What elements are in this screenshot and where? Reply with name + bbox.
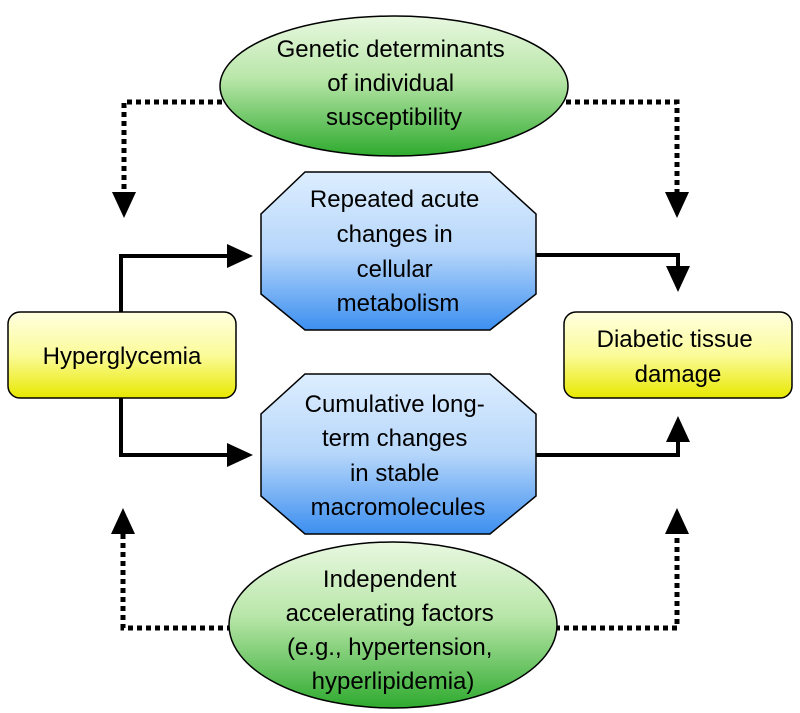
dotted-connector-accelerating-left [111, 508, 232, 631]
node-label: Genetic determinants of individual susce… [277, 36, 512, 131]
arrowhead-up-icon [665, 508, 689, 534]
ellipse-shape [219, 15, 569, 157]
box-shape [7, 311, 237, 399]
octagon-shape [260, 373, 537, 535]
node-repeated-acute-changes: Repeated acute changes in cellular metab… [260, 171, 537, 331]
box-shape [563, 311, 793, 399]
node-diabetic-tissue-damage: Diabetic tissue damage [563, 311, 793, 399]
arrowhead-down-icon [112, 192, 136, 218]
arrowhead-down-icon [666, 266, 690, 292]
node-label: Hyperglycemia [43, 343, 202, 370]
node-label: Cumulative long- term changes in stable … [305, 391, 492, 521]
arrowhead-up-icon [111, 508, 135, 534]
node-independent-accelerating-factors: Independent accelerating factors (e.g., … [228, 541, 558, 709]
dotted-connector-accelerating-right [555, 508, 689, 631]
arrowhead-down-icon [665, 192, 689, 218]
node-cumulative-long-term-changes: Cumulative long- term changes in stable … [260, 373, 537, 535]
dotted-connector-genetic-left [112, 99, 222, 218]
solid-connector-cumulative-to-damage [536, 416, 690, 457]
octagon-shape [260, 171, 537, 331]
node-label: Diabetic tissue damage [597, 326, 760, 388]
node-label: Independent accelerating factors (e.g., … [286, 566, 501, 695]
node-hyperglycemia: Hyperglycemia [7, 311, 237, 399]
solid-connector-hyper-to-cumulative [119, 398, 253, 467]
solid-connector-acute-to-damage [536, 253, 690, 292]
node-label: Repeated acute changes in cellular metab… [310, 186, 486, 317]
ellipse-shape [228, 541, 558, 709]
arrowhead-right-icon [227, 443, 253, 467]
arrowhead-up-icon [666, 416, 690, 442]
arrowhead-right-icon [227, 244, 253, 268]
solid-connector-hyper-to-acute [119, 244, 253, 312]
dotted-connector-genetic-right [566, 99, 689, 218]
node-genetic-determinants: Genetic determinants of individual susce… [219, 15, 569, 157]
